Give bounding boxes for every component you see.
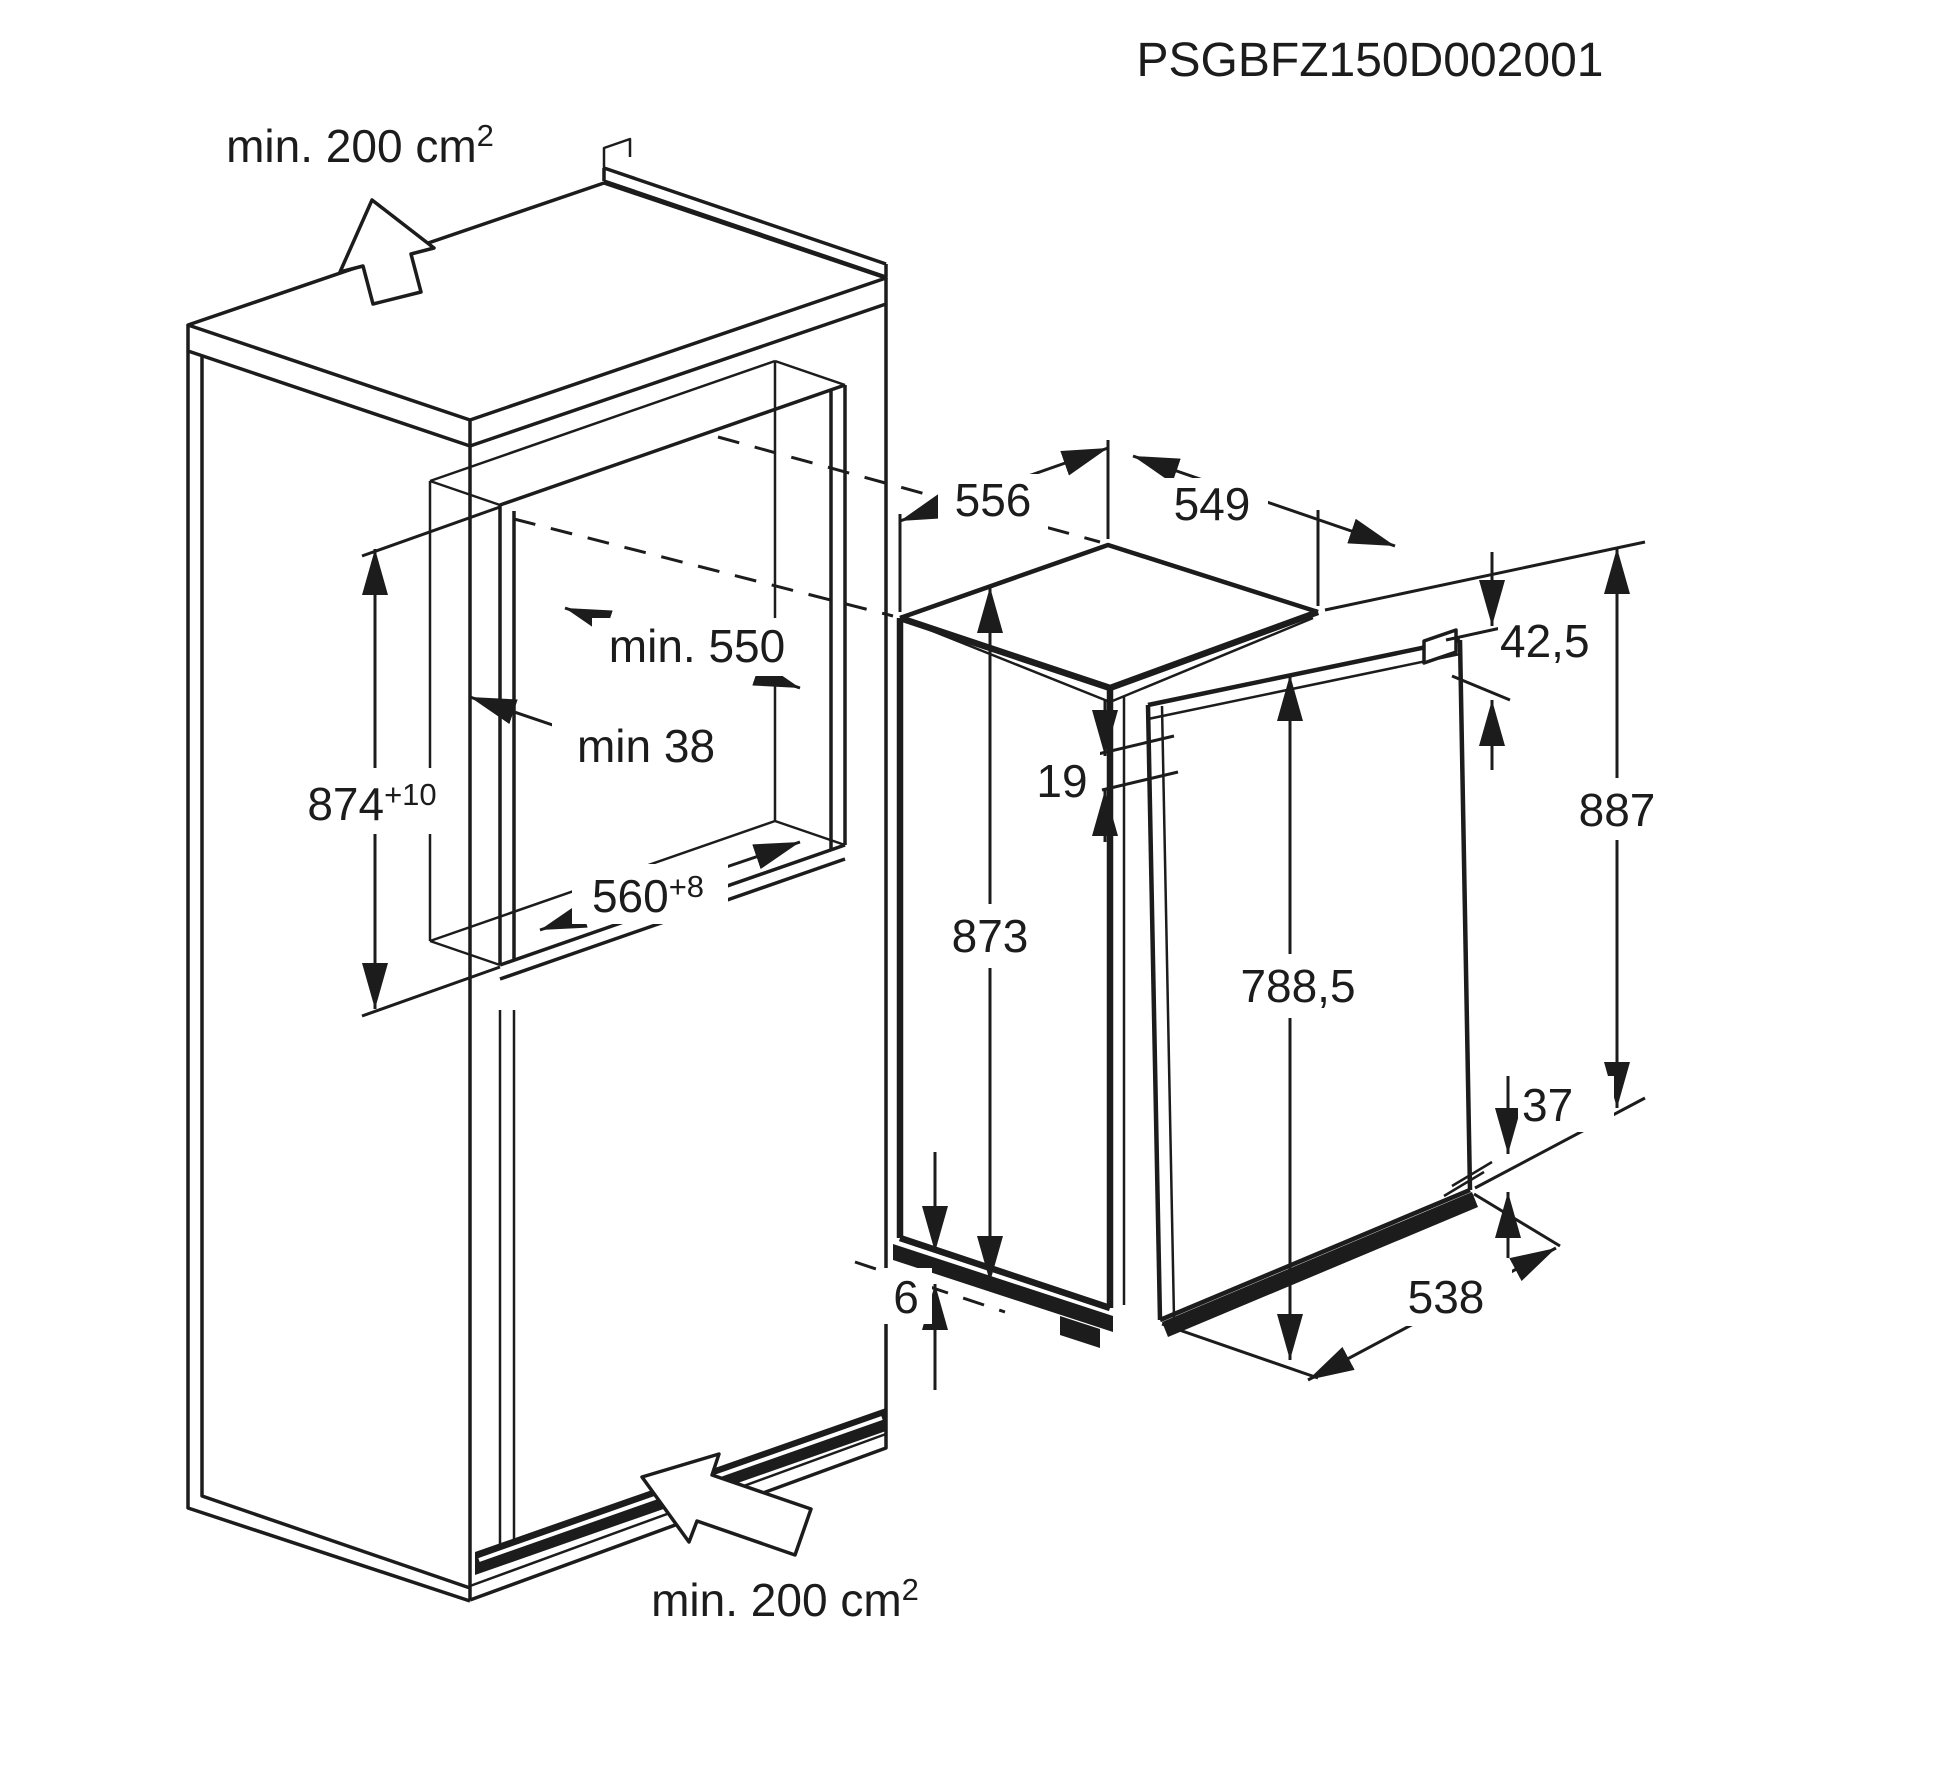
dim-887-label: 887 — [1579, 784, 1656, 836]
dim-873: 873 — [932, 587, 1050, 1282]
vent-bottom-label: min. 200 cm2 — [651, 1572, 919, 1626]
cabinet-drawing — [186, 137, 888, 1603]
niche-depth-label: min. 550 — [609, 620, 785, 672]
dim-788-5: 788,5 — [1161, 675, 1378, 1380]
niche-height-label: 874+10 — [307, 777, 436, 830]
dim-niche-width: 560+8 — [539, 840, 801, 932]
vent-arrow-bottom-icon — [640, 1452, 813, 1557]
dim-549-label: 549 — [1174, 478, 1251, 530]
niche-clearance-label: min 38 — [577, 720, 715, 772]
dim-19: 19 — [1022, 700, 1179, 842]
cabinet-side-panel — [186, 351, 471, 1603]
dim-niche-height: 874+10 — [286, 505, 501, 1018]
dim-37: 37 — [1495, 1076, 1614, 1258]
dim-niche-clearance: min 38 — [469, 695, 742, 776]
dim-19-label: 19 — [1036, 755, 1087, 807]
appliance-top-face — [898, 542, 1320, 704]
vent-arrow-top-icon — [338, 198, 436, 306]
niche-width-label: 560+8 — [592, 869, 704, 922]
hinge-detail — [1422, 628, 1458, 665]
vent-top-label: min. 200 cm2 — [226, 118, 494, 172]
dim-42-5-label: 42,5 — [1500, 615, 1590, 667]
drawing-code: PSGBFZ150D002001 — [1137, 34, 1604, 87]
dim-6-label: 6 — [893, 1271, 919, 1323]
dim-887: 887 — [1324, 540, 1676, 1190]
dim-6: 6 — [880, 1152, 948, 1390]
dim-556: 556 — [898, 440, 1110, 612]
dim-788-5-label: 788,5 — [1240, 960, 1355, 1012]
dim-556-label: 556 — [955, 474, 1032, 526]
dim-37-label: 37 — [1522, 1079, 1573, 1131]
dim-873-label: 873 — [952, 910, 1029, 962]
cabinet-worktop — [186, 137, 888, 448]
dim-538-label: 538 — [1408, 1271, 1485, 1323]
cabinet-niche — [428, 359, 847, 1552]
dim-538: 538 — [1307, 1192, 1561, 1382]
dim-niche-depth: min. 550 — [564, 606, 804, 690]
appliance-carcass — [893, 618, 1126, 1348]
dim-549: 549 — [1132, 454, 1396, 606]
dim-42-5: 42,5 — [1445, 552, 1628, 770]
